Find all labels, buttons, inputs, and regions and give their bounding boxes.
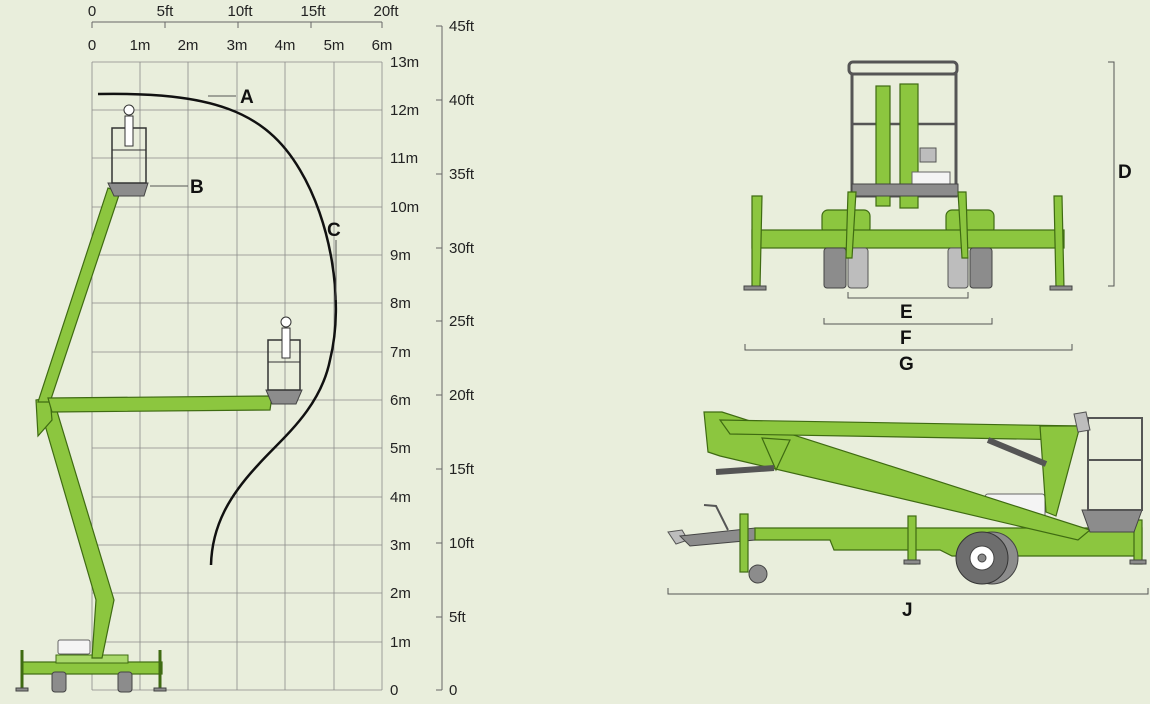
- outrigger-pad-left: [15, 687, 29, 692]
- side-boom-head: [1039, 425, 1081, 517]
- dim-label-f: F: [900, 328, 912, 349]
- dim-label-e: E: [900, 302, 913, 323]
- right-m-tick: 8m: [390, 295, 411, 312]
- front-control-box: [919, 147, 937, 163]
- right-m-tick: 10m: [390, 199, 419, 216]
- wheel-left: [51, 671, 67, 693]
- top-m-tick: 0: [88, 37, 96, 54]
- jockey-wheel: [748, 564, 768, 584]
- working-range-grid: [91, 61, 383, 691]
- side-basket-rail: [1087, 417, 1143, 511]
- right-ft-tick: 0: [449, 682, 457, 699]
- side-outrigger-front: [907, 515, 917, 565]
- lift-front-view: [743, 60, 1073, 291]
- operator-high-head: [123, 104, 135, 116]
- right-m-tick: 3m: [390, 537, 411, 554]
- hitch-handle: [703, 504, 729, 531]
- front-outrigger-left-inner: [845, 191, 857, 259]
- right-m-tick: 6m: [390, 392, 411, 409]
- right-m-tick: 11m: [390, 150, 418, 167]
- right-ft-tick: 20ft: [449, 387, 475, 404]
- working-envelope-curve: [97, 92, 338, 566]
- lift-working-view: [15, 104, 303, 693]
- top-ft-tick: 10ft: [227, 3, 253, 20]
- right-ft-tick: 30ft: [449, 240, 475, 257]
- operator-outreach-body: [281, 327, 291, 359]
- top-m-scale: 0 1m 2m 3m 4m 5m 6m: [88, 37, 393, 54]
- top-ft-tick: 5ft: [157, 3, 175, 20]
- top-m-tick: 3m: [227, 37, 248, 54]
- right-ft-tick: 45ft: [449, 18, 475, 35]
- engine-cover: [57, 639, 91, 655]
- right-ft-tick: 40ft: [449, 92, 475, 109]
- front-wheel-left: [823, 247, 847, 289]
- front-outrigger-right-inner: [957, 191, 969, 259]
- side-basket-floor: [1081, 509, 1143, 533]
- basket-high: [107, 182, 149, 197]
- operator-outreach-head: [280, 316, 292, 328]
- right-m-tick: 4m: [390, 489, 411, 506]
- right-ft-tick: 25ft: [449, 313, 475, 330]
- jockey-wheel-post: [739, 513, 749, 573]
- front-outrigger-right-outer: [1053, 195, 1065, 289]
- basket-outreach: [265, 389, 303, 405]
- right-m-tick: 7m: [390, 344, 411, 361]
- right-ft-tick: 35ft: [449, 166, 475, 183]
- side-pad-rear: [1129, 559, 1147, 565]
- front-dimensions: D E F G: [744, 61, 1132, 375]
- top-m-tick: 6m: [372, 37, 393, 54]
- side-control-box: [1073, 411, 1091, 433]
- side-boom-link: [761, 437, 791, 472]
- right-ft-scale: 45ft 40ft 35ft 30ft 25ft 20ft 15ft 10ft …: [436, 18, 475, 699]
- top-ft-tick: 15ft: [300, 3, 326, 20]
- wheel-right: [117, 671, 133, 693]
- dim-label-g: G: [899, 354, 914, 375]
- dim-label-b: B: [190, 177, 204, 198]
- outrigger-pad-right: [153, 687, 167, 692]
- right-m-tick: 13m: [390, 54, 419, 71]
- right-m-tick: 5m: [390, 440, 411, 457]
- right-ft-tick: 5ft: [449, 609, 467, 626]
- dim-label-c: C: [327, 220, 341, 241]
- side-lower-boom: [703, 411, 1092, 541]
- side-pad-front: [903, 559, 921, 565]
- right-ft-tick: 10ft: [449, 535, 475, 552]
- top-m-tick: 4m: [275, 37, 296, 54]
- right-m-tick: 12m: [390, 102, 419, 119]
- top-ft-tick: 0: [88, 3, 96, 20]
- top-m-tick: 5m: [324, 37, 345, 54]
- dim-label-d: D: [1118, 162, 1132, 183]
- front-pad-left: [743, 285, 767, 291]
- top-m-tick: 2m: [178, 37, 199, 54]
- right-m-scale: 13m 12m 11m 10m 9m 8m 7m 6m 5m 4m 3m 2m …: [390, 54, 419, 699]
- side-cylinder-upper: [986, 437, 1048, 467]
- operator-high-body: [124, 115, 134, 147]
- dim-label-j: J: [902, 600, 913, 621]
- lift-side-view: [667, 411, 1147, 585]
- dim-label-a: A: [240, 87, 254, 108]
- side-cylinder-lower: [715, 465, 775, 475]
- top-ft-tick: 20ft: [373, 3, 399, 20]
- right-m-tick: 1m: [390, 634, 411, 651]
- right-m-tick: 2m: [390, 585, 411, 602]
- right-m-tick: 0: [390, 682, 398, 699]
- front-wheel-right: [969, 247, 993, 289]
- top-ft-scale: 0 5ft 10ft 15ft 20ft: [88, 3, 399, 28]
- right-m-tick: 9m: [390, 247, 411, 264]
- upper-boom-outreach: [47, 395, 273, 413]
- lower-boom: [39, 407, 115, 659]
- front-wheel-left-inner: [847, 247, 869, 289]
- front-boom-left: [875, 85, 891, 207]
- front-basket-top-rail: [847, 60, 959, 76]
- top-m-tick: 1m: [130, 37, 151, 54]
- right-ft-tick: 15ft: [449, 461, 475, 478]
- front-outrigger-left-outer: [751, 195, 763, 289]
- chassis: [21, 661, 163, 675]
- front-pad-right: [1049, 285, 1073, 291]
- front-cross-beam: [751, 229, 1065, 249]
- upper-boom-raised: [37, 187, 121, 403]
- front-basket-floor: [851, 183, 959, 197]
